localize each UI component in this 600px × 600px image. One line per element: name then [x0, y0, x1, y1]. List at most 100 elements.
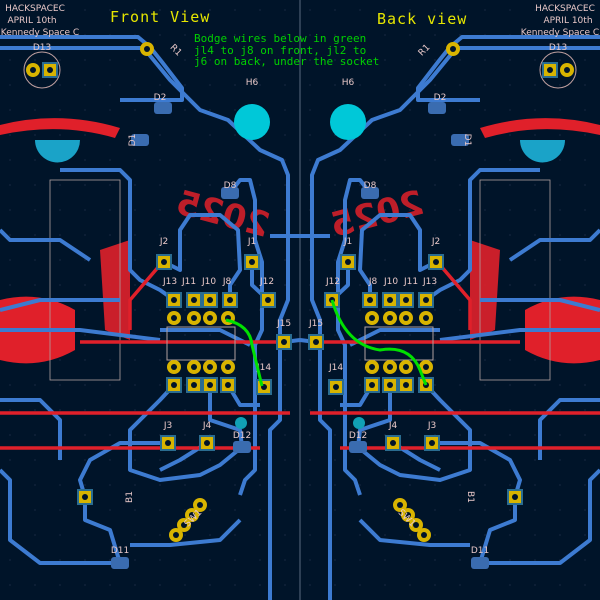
grid-dot — [559, 9, 561, 11]
trace — [478, 497, 517, 564]
grid-dot — [509, 384, 511, 386]
grid-dot — [509, 109, 511, 111]
grid-dot — [409, 109, 411, 111]
grid-dot — [109, 109, 111, 111]
grid-dot — [509, 134, 511, 136]
pad-hole — [225, 382, 231, 388]
smd-diode-pad[interactable] — [428, 102, 446, 114]
grid-dot — [209, 84, 211, 86]
grid-dot — [234, 159, 236, 161]
grid-dot — [234, 534, 236, 536]
grid-dot — [34, 209, 36, 211]
grid-dot — [59, 9, 61, 11]
grid-dot — [184, 509, 186, 511]
trace-red — [438, 263, 472, 330]
grid-dot — [534, 484, 536, 486]
grid-dot — [234, 509, 236, 511]
grid-dot — [184, 59, 186, 61]
grid-dot — [59, 534, 61, 536]
front-view-layer[interactable]: 2025H6J1J2J12J8J10J11J13J15J14J4J3D12D8D… — [0, 4, 301, 600]
grid-dot — [134, 84, 136, 86]
ref-label-J15: J15 — [276, 319, 291, 329]
trace — [0, 398, 62, 460]
grid-dot — [284, 184, 286, 186]
grid-dot — [484, 584, 486, 586]
grid-dot — [334, 284, 336, 286]
smd-diode-pad[interactable] — [221, 187, 239, 199]
ref-label-D8: D8 — [364, 181, 377, 191]
grid-dot — [234, 209, 236, 211]
grid-dot — [559, 384, 561, 386]
grid-dot — [484, 9, 486, 11]
grid-dot — [159, 284, 161, 286]
grid-dot — [384, 459, 386, 461]
grid-dot — [109, 584, 111, 586]
smd-diode-pad[interactable] — [471, 557, 489, 569]
pad-hole — [191, 382, 197, 388]
grid-dot — [584, 9, 586, 11]
grid-dot — [34, 509, 36, 511]
grid-dot — [459, 234, 461, 236]
smd-diode-pad[interactable] — [111, 557, 129, 569]
grid-dot — [184, 84, 186, 86]
board-text: APRIL 10th — [543, 16, 592, 26]
ref-label-D12: D12 — [349, 431, 367, 441]
smd-diode-pad[interactable] — [361, 187, 379, 199]
grid-dot — [84, 484, 86, 486]
grid-dot — [459, 209, 461, 211]
grid-dot — [509, 59, 511, 61]
grid-dot — [334, 459, 336, 461]
smd-diode-pad[interactable] — [451, 134, 469, 146]
pad-hole — [390, 440, 396, 446]
grid-dot — [284, 284, 286, 286]
grid-dot — [434, 334, 436, 336]
smd-diode-pad[interactable] — [154, 102, 172, 114]
grid-dot — [9, 184, 11, 186]
grid-dot — [309, 559, 311, 561]
grid-dot — [34, 434, 36, 436]
eye-art — [35, 140, 80, 163]
grid-dot — [184, 109, 186, 111]
grid-dot — [534, 234, 536, 236]
grid-dot — [234, 584, 236, 586]
ic-socket-outline — [364, 326, 434, 361]
grid-dot — [409, 584, 411, 586]
grid-dot — [434, 559, 436, 561]
grid-dot — [334, 234, 336, 236]
grid-dot — [559, 434, 561, 436]
grid-dot — [584, 134, 586, 136]
smd-diode-pad[interactable] — [131, 134, 149, 146]
grid-dot — [409, 134, 411, 136]
smd-diode-pad[interactable] — [233, 441, 251, 453]
grid-dot — [9, 434, 11, 436]
grid-dot — [84, 9, 86, 11]
grid-dot — [184, 9, 186, 11]
board-text: HACKSPACEC — [5, 4, 65, 14]
trace — [310, 50, 455, 600]
grid-dot — [309, 109, 311, 111]
ref-label-J2: J2 — [159, 237, 168, 247]
grid-dot — [84, 209, 86, 211]
ref-label-J10: J10 — [201, 277, 216, 287]
grid-dot — [484, 234, 486, 236]
grid-dot — [534, 584, 536, 586]
ic-socket-outline — [166, 326, 236, 361]
grid-dot — [184, 334, 186, 336]
grid-dot — [159, 534, 161, 536]
grid-dot — [534, 184, 536, 186]
pad-hole — [397, 502, 403, 508]
grid-dot — [359, 584, 361, 586]
ref-label-J8: J8 — [368, 277, 378, 287]
grid-dot — [134, 159, 136, 161]
smd-diode-pad[interactable] — [349, 441, 367, 453]
grid-dot — [59, 384, 61, 386]
grid-dot — [409, 484, 411, 486]
grid-dot — [559, 509, 561, 511]
grid-dot — [409, 459, 411, 461]
ref-label-D2: D2 — [434, 93, 447, 103]
ref-label-J14: J14 — [256, 363, 271, 373]
grid-dot — [59, 509, 61, 511]
